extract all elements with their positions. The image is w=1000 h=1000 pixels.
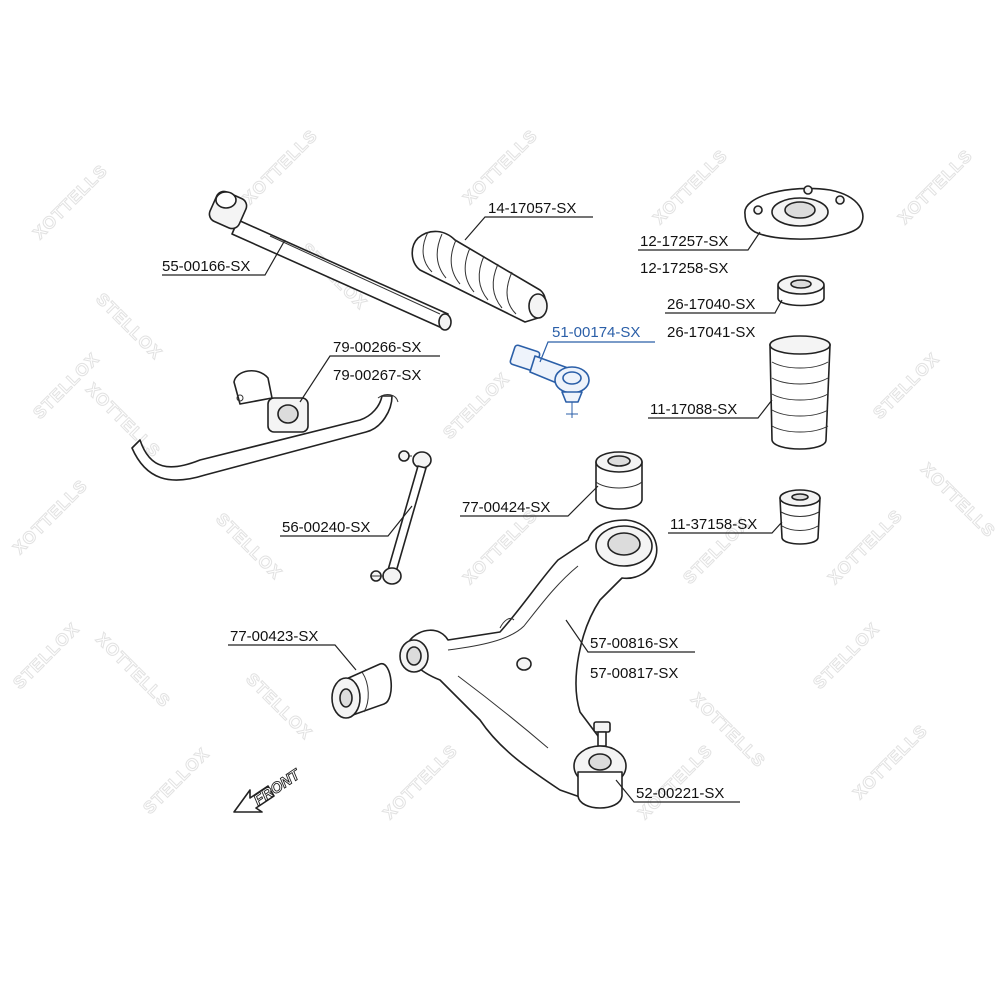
part-number-label: 57-00816-SX — [590, 635, 678, 652]
watermark-text: XOTTELLS — [29, 161, 111, 243]
part-number-label: 56-00240-SX — [282, 519, 370, 536]
bump-stop[interactable] — [779, 489, 821, 545]
watermark-text: XOTTELLS — [917, 459, 999, 541]
part-number-label: 26-17040-SX — [667, 296, 755, 313]
part-callout-strut-bearing: 26-17040-SX 26-17041-SX — [665, 296, 783, 341]
part-callout-steering-boot: 14-17057-SX — [464, 200, 593, 241]
stabilizer-link[interactable] — [370, 450, 432, 585]
part-number-label: 11-17088-SX — [650, 401, 737, 418]
part-callout-strut-mount: 12-17257-SX 12-17258-SX — [638, 231, 761, 277]
part-callout-inner-tie-rod: 55-00166-SX — [162, 239, 286, 276]
watermark-text: XOTTELLS — [239, 126, 321, 208]
watermark-text: STELLOX — [242, 669, 316, 743]
rear-arm-bushing[interactable] — [595, 451, 643, 510]
watermark-text: XOTTELLS — [379, 741, 461, 823]
part-callout-tie-rod-end: 51-00174-SX — [539, 324, 655, 363]
stabilizer-bushing[interactable] — [233, 370, 309, 433]
stabilizer-bar[interactable] — [131, 394, 399, 481]
part-number-label: 77-00423-SX — [230, 628, 318, 645]
front-label: FRONT — [251, 765, 305, 809]
part-callout-bump-stop: 11-37158-SX — [668, 516, 783, 534]
watermark-text: STELLOX — [439, 369, 513, 443]
part-callout-stabilizer-bushing: 79-00266-SX 79-00267-SX — [299, 339, 440, 403]
part-number-label: 14-17057-SX — [488, 200, 576, 217]
watermark-text: STELLOX — [809, 619, 883, 693]
watermark-text: XOTTELLS — [82, 379, 164, 461]
watermark-text: STELLOX — [212, 509, 286, 583]
part-number-label: 12-17257-SX — [640, 233, 728, 250]
inner-tie-rod[interactable] — [207, 189, 452, 331]
part-number-label: 12-17258-SX — [640, 260, 728, 277]
front-indicator: FRONT — [233, 765, 305, 813]
dust-boot[interactable] — [769, 335, 831, 450]
watermark-text: XOTTELLS — [824, 506, 906, 588]
watermark-text: XOTTELLS — [634, 741, 716, 823]
part-callout-control-arm: 57-00816-SX 57-00817-SX — [565, 619, 695, 682]
part-number-label: 55-00166-SX — [162, 258, 250, 275]
part-number-label: 51-00174-SX — [552, 324, 640, 341]
part-callout-dust-boot: 11-17088-SX — [648, 399, 773, 419]
part-callout-stabilizer-link: 56-00240-SX — [280, 505, 413, 537]
watermark-text: STELLOX — [92, 289, 166, 363]
control-arm[interactable] — [399, 519, 658, 806]
part-number-label: 57-00817-SX — [590, 665, 678, 682]
watermark-text: XOTTELLS — [849, 721, 931, 803]
tie-rod-end[interactable] — [509, 344, 590, 418]
watermark-text: XOTTELLS — [649, 146, 731, 228]
part-number-label: 26-17041-SX — [667, 324, 755, 341]
part-number-label: 77-00424-SX — [462, 499, 550, 516]
watermark-text: XOTTELLS — [459, 506, 541, 588]
strut-mount[interactable] — [744, 185, 864, 240]
ball-joint[interactable] — [573, 721, 627, 809]
watermark-text: XOTTELLS — [9, 476, 91, 558]
watermark-text: STELLOX — [9, 619, 83, 693]
watermark-text: STELLOX — [869, 349, 943, 423]
part-callout-ball-joint: 52-00221-SX — [615, 779, 740, 803]
part-callout-front-arm-bushing: 77-00423-SX — [228, 628, 357, 671]
part-number-label: 11-37158-SX — [670, 516, 757, 533]
watermark-text: XOTTELLS — [92, 629, 174, 711]
part-number-label: 79-00267-SX — [333, 367, 421, 384]
part-number-label: 52-00221-SX — [636, 785, 724, 802]
watermark-text: STELLOX — [139, 744, 213, 818]
steering-boot[interactable] — [411, 230, 548, 323]
arrow-left-down-icon — [233, 785, 275, 813]
part-callout-rear-arm-bushing: 77-00424-SX — [460, 485, 599, 517]
part-number-label: 79-00266-SX — [333, 339, 421, 356]
front-arm-bushing[interactable] — [331, 663, 393, 719]
watermark-text: XOTTELLS — [894, 146, 976, 228]
watermark-text: XOTTELLS — [459, 126, 541, 208]
strut-bearing[interactable] — [777, 275, 825, 307]
